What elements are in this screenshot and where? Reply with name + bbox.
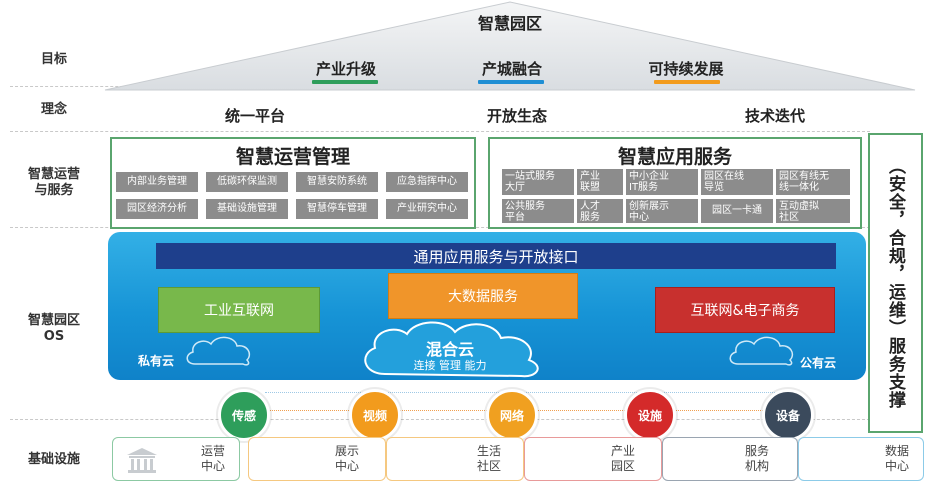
row-label-goal: 目标 bbox=[40, 52, 67, 67]
row-label-infra: 基础设施 bbox=[27, 452, 80, 467]
hybrid-cloud-label: 混合云 bbox=[425, 340, 474, 359]
ops-item: 应急指挥中心 bbox=[386, 172, 468, 192]
building-icon bbox=[127, 448, 157, 473]
service-support-panel: （安全，合规，运维）服务支撑 bbox=[868, 133, 923, 433]
link-line bbox=[265, 392, 795, 393]
ops-item: 园区经济分析 bbox=[116, 199, 198, 219]
goal-underline bbox=[478, 80, 544, 84]
ecommerce-box: 互联网&电子商务 bbox=[655, 287, 835, 333]
row-label-ops: 智慧运营 与服务 bbox=[27, 167, 80, 198]
service-panel-title: 智慧应用服务 bbox=[617, 146, 732, 168]
goal-underline bbox=[312, 80, 378, 84]
concept-open-ecosystem: 开放生态 bbox=[486, 107, 547, 125]
infra-label: 服务 机构 bbox=[744, 444, 769, 473]
infra-label: 运营 中心 bbox=[200, 444, 225, 473]
goal-industry-upgrade: 产业升级 bbox=[315, 60, 376, 78]
ops-panel-title: 智慧运营管理 bbox=[235, 146, 350, 168]
service-item: 中小企业 IT服务 bbox=[626, 169, 698, 195]
infra-label: 生活 社区 bbox=[476, 444, 501, 473]
service-item: 创新展示 中心 bbox=[626, 199, 698, 223]
service-item: 人才 服务 bbox=[577, 199, 623, 223]
goal-sustainable: 可持续发展 bbox=[648, 60, 724, 78]
ops-item: 内部业务管理 bbox=[116, 172, 198, 192]
facility-circle: 设施 bbox=[624, 389, 676, 441]
private-cloud-icon bbox=[186, 336, 251, 366]
diagram-title: 智慧园区 bbox=[477, 14, 542, 33]
video-circle: 视频 bbox=[349, 389, 401, 441]
industrial-internet-box: 工业互联网 bbox=[158, 287, 320, 333]
service-item: 园区一卡通 bbox=[701, 199, 773, 223]
service-item: 园区有线无 线一体化 bbox=[776, 169, 850, 195]
infra-label: 数据 中心 bbox=[884, 444, 909, 473]
infra-ops-center: 运营 中心 bbox=[112, 437, 240, 481]
infra-data-center: 数据 中心 bbox=[798, 437, 924, 481]
service-item: 公共服务 平台 bbox=[502, 199, 574, 223]
public-cloud-icon bbox=[729, 336, 794, 366]
concept-unified-platform: 统一平台 bbox=[224, 107, 285, 125]
concept-tech-iteration: 技术迭代 bbox=[744, 107, 805, 125]
equipment-circle: 设备 bbox=[762, 389, 814, 441]
row-label-os: 智慧园区 OS bbox=[27, 313, 80, 344]
hybrid-cloud-icon bbox=[364, 321, 539, 378]
infra-living-community: 生活 社区 bbox=[386, 437, 524, 481]
network-circle: 网络 bbox=[486, 389, 538, 441]
goal-underline bbox=[654, 80, 720, 84]
hybrid-cloud-sublabel: 连接 管理 能力 bbox=[413, 359, 487, 372]
infra-label: 产业 园区 bbox=[610, 444, 635, 473]
open-api-bar: 通用应用服务与开放接口 bbox=[156, 243, 836, 269]
sensor-circle: 传感 bbox=[218, 389, 270, 441]
ops-item: 产业研究中心 bbox=[386, 199, 468, 219]
service-item: 一站式服务 大厅 bbox=[502, 169, 574, 195]
ops-item: 智慧停车管理 bbox=[296, 199, 378, 219]
roof-shape bbox=[104, 1, 916, 91]
goal-city-integration: 产城融合 bbox=[481, 60, 542, 78]
public-cloud-label: 公有云 bbox=[800, 356, 837, 370]
service-item: 产业 联盟 bbox=[577, 169, 623, 195]
service-item: 园区在线 导览 bbox=[701, 169, 773, 195]
infra-industrial-park: 产业 园区 bbox=[524, 437, 662, 481]
ops-item: 低碳环保监测 bbox=[206, 172, 288, 192]
infra-exhibit-center: 展示 中心 bbox=[248, 437, 386, 481]
ops-item: 智慧安防系统 bbox=[296, 172, 378, 192]
service-item: 互动虚拟 社区 bbox=[776, 199, 850, 223]
ops-item: 基础设施管理 bbox=[206, 199, 288, 219]
service-support-text: （安全，合规，运维）服务支撑 bbox=[885, 157, 905, 409]
row-label-concept: 理念 bbox=[40, 102, 67, 117]
row-divider bbox=[10, 131, 870, 132]
infra-label: 展示 中心 bbox=[334, 444, 359, 473]
row-divider bbox=[10, 419, 870, 420]
infra-service-agency: 服务 机构 bbox=[662, 437, 798, 481]
big-data-box: 大数据服务 bbox=[388, 273, 578, 319]
private-cloud-label: 私有云 bbox=[138, 354, 175, 368]
